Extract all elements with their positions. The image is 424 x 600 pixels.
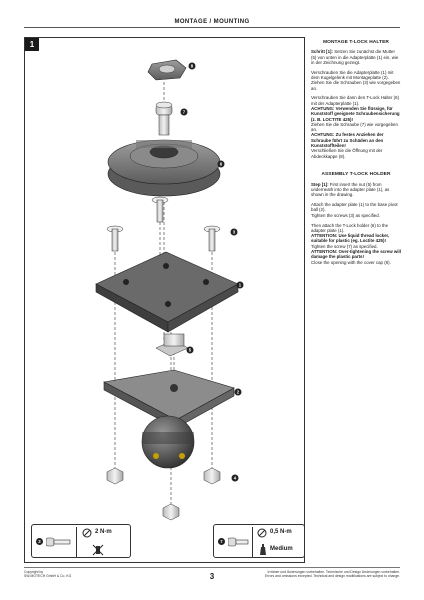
torque-wrench-icon [257,528,267,538]
torque-box-screw-3: 3 2 N-m [31,524,131,558]
page-number: 3 [209,572,215,581]
no-thread-locker-icon [92,544,104,556]
screw-icon [46,537,71,547]
thread-locker-bottle-icon [260,544,266,555]
callout-7: 7 [183,110,186,115]
heading-en: ASSEMBLY T-LOCK HOLDER [321,172,391,178]
de-step-1: Schritt [1]: Setzen Sie zunächst die Mut… [311,49,399,65]
heading-de: MONTAGE T-LOCK HALTER [323,40,389,45]
torque-box-screw-7: 7 0,5 N-m Medium [213,524,305,558]
callout-8: 8 [191,64,194,69]
exploded-assembly-drawing: 8 [95,59,244,521]
de-step-2: Verschrauben Sie die Adapterplatte (1) m… [311,69,401,91]
page-header-title: MONTAGE / MOUNTING [174,19,250,25]
cover-cap-part [147,59,187,81]
torque-value-screw-7: 0,5 N-m [270,529,292,535]
ball-joint-part [141,415,195,469]
en-step-1: Step [1]: First insert the nut (5) from … [311,181,390,198]
screw-7-part [155,101,173,136]
instructions-column: MONTAGE T-LOCK HALTER Schritt [1]: Setze… [311,38,401,269]
mounting-plate-part [103,369,235,429]
thread-locker-strength: Medium [270,546,293,552]
torque-ref-7: 7 [218,538,225,545]
torque-wrench-icon [82,528,92,538]
nut-5-part [155,333,189,357]
torque-value-screw-3: 2 N-m [95,529,112,535]
callout-6: 6 [220,162,223,167]
callout-4: 4 [234,476,237,481]
illustration-frame [24,37,305,563]
footer-disclaimer: Irrtümer und Änderungen vorbehalten. Tec… [264,570,400,579]
step-number-badge: 1 [25,38,39,51]
callout-1: 1 [239,283,242,288]
nuts-4-parts [106,467,221,521]
footer-divider [24,567,400,568]
de-step-3: Verschrauben Sie dann den T-Lock Halter … [311,95,400,159]
header-divider [24,27,400,28]
callout-3: 3 [233,230,236,235]
adapter-plate-part [95,251,239,333]
callout-5: 5 [189,348,192,353]
t-lock-holder-part [107,139,221,197]
torque-ref-3: 3 [36,538,43,545]
footer-copyright: Copyright by SW-MOTECH GmbH & Co. KG [24,570,72,579]
en-step-2: Attach the adapter plate (1) to the base… [311,202,398,218]
callout-2: 2 [237,390,240,395]
screw-icon [228,537,249,547]
en-step-3: Then attach the T-Lock holder (6) to the… [311,222,401,265]
